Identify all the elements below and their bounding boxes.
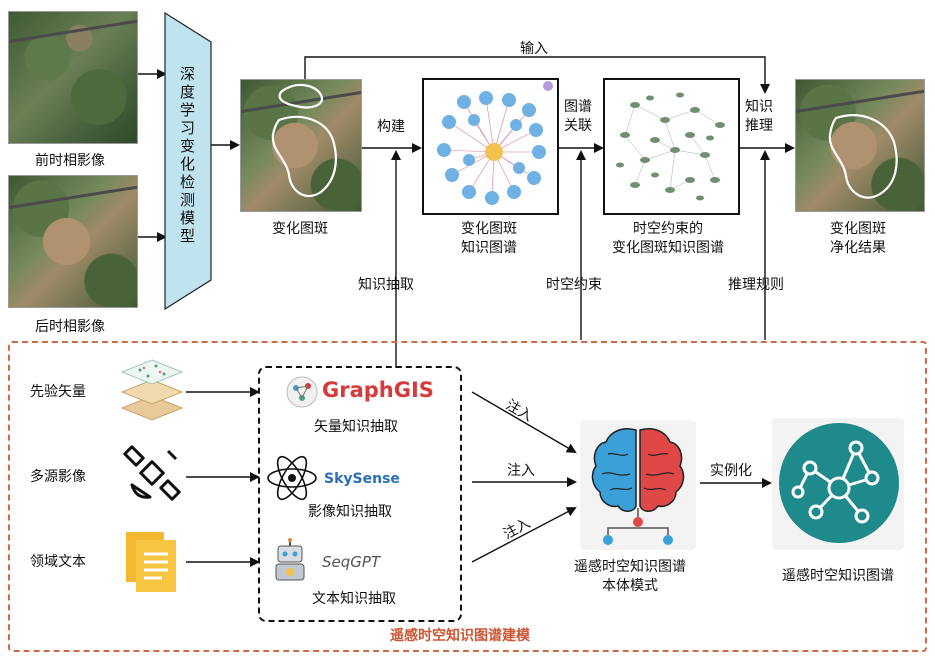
knowledge-extraction-box — [258, 366, 462, 622]
stkg-caption-1: 时空约束的 — [633, 221, 703, 237]
ontology-caption-2: 本体模式 — [602, 578, 658, 594]
input-label: 输入 — [520, 41, 548, 57]
final-kg-caption: 遥感时空知识图谱 — [782, 568, 894, 584]
st-constrained-kg-panel — [603, 78, 740, 215]
document-icon — [126, 532, 176, 592]
stkg-graph — [616, 92, 725, 201]
kg-caption-1: 变化图斑 — [461, 221, 517, 237]
patch-caption: 变化图斑 — [272, 221, 328, 237]
constraint-label: 时空约束 — [546, 277, 602, 293]
seqgpt-logo-text: SeqGPT — [322, 553, 381, 571]
rule-label: 推理规则 — [728, 277, 784, 293]
result-caption-1: 变化图斑 — [830, 221, 886, 237]
build-label: 构建 — [377, 119, 405, 135]
after-image — [8, 175, 138, 308]
vector-extraction-caption: 矢量知识抽取 — [314, 419, 398, 435]
text-extraction-caption: 文本知识抽取 — [312, 591, 396, 607]
seqgpt-robot-icon — [275, 538, 305, 581]
imagery-extraction-caption: 影像知识抽取 — [308, 504, 392, 520]
inject-label-middle: 注入 — [507, 463, 535, 479]
purified-result-image — [795, 79, 925, 212]
skysense-logo-text: SkySense — [324, 471, 400, 487]
graphgis-logo-text: GraphGIS — [322, 378, 434, 402]
assoc-label-1: 图谱 — [564, 99, 592, 115]
source-imagery-label: 多源影像 — [30, 469, 86, 485]
graphgis-logo-icon — [286, 376, 318, 408]
model-label: 深度学习变化检测模型 — [178, 66, 196, 246]
result-caption-2: 净化结果 — [830, 240, 886, 256]
skysense-atom-icon — [267, 455, 317, 501]
extract-label: 知识抽取 — [358, 277, 414, 293]
after-caption: 后时相影像 — [35, 319, 105, 335]
knowledge-graph-icon — [779, 423, 899, 543]
instantiate-label: 实例化 — [710, 463, 752, 479]
stkg-caption-2: 变化图斑知识图谱 — [612, 240, 724, 256]
satellite-icon — [123, 445, 181, 501]
kg-graph — [437, 81, 553, 205]
ontology-caption-1: 遥感时空知识图谱 — [574, 559, 686, 575]
change-patch-kg-panel — [422, 78, 559, 215]
infer-label-2: 推理 — [745, 118, 773, 134]
source-vector-label: 先验矢量 — [30, 384, 86, 400]
change-patch-image — [240, 79, 362, 212]
kg-modeling-section — [8, 341, 927, 652]
assoc-label-2: 关联 — [564, 118, 592, 134]
before-caption: 前时相影像 — [35, 153, 105, 169]
change-detection-model-shape — [164, 12, 212, 310]
source-text-label: 领域文本 — [30, 554, 86, 570]
vector-layers-icon — [120, 359, 184, 421]
infer-label-1: 知识 — [745, 99, 773, 115]
section-title: 遥感时空知识图谱建模 — [386, 627, 534, 645]
kg-caption-2: 知识图谱 — [461, 240, 517, 256]
brain-icon — [591, 428, 685, 545]
before-image — [8, 11, 138, 144]
